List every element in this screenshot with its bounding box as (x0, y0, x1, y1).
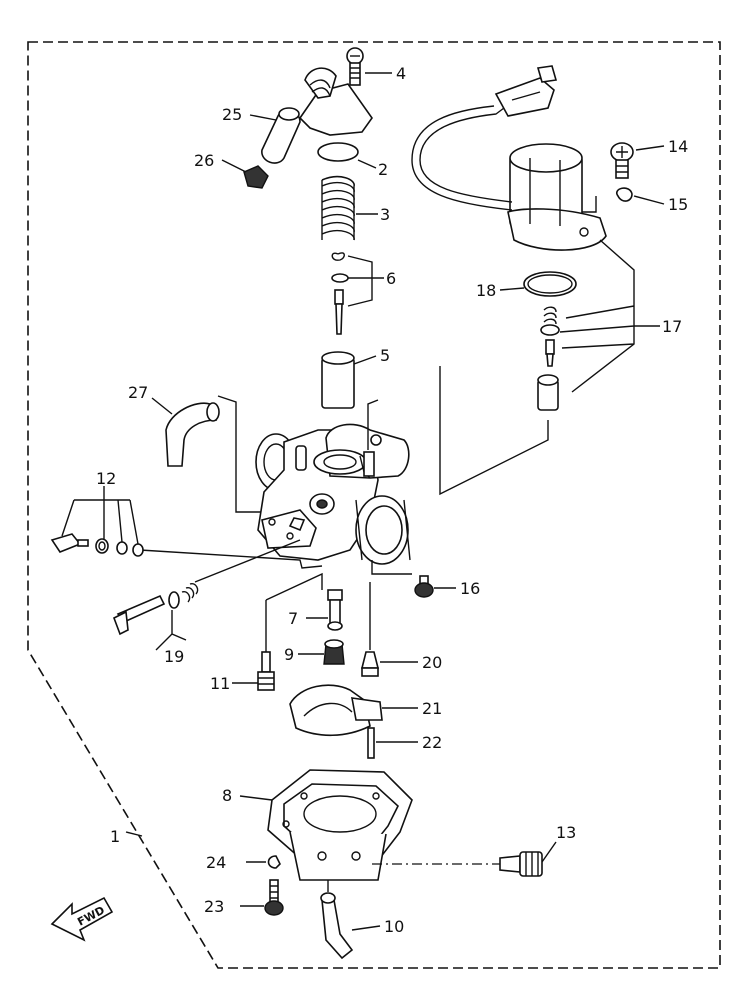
washer-15 (615, 187, 633, 202)
callout-20: 20 (422, 653, 442, 672)
screw-23 (264, 879, 284, 916)
callout-8: 8 (222, 786, 232, 805)
callout-27: 27 (128, 383, 148, 402)
callout-22: 22 (422, 733, 442, 752)
callout-17: 17 (662, 317, 682, 336)
callout-9: 9 (284, 645, 294, 664)
callout-16: 16 (460, 579, 480, 598)
callout-4: 4 (396, 64, 406, 83)
starter-plunger-17 (537, 306, 560, 411)
drain-screw-13 (499, 851, 543, 877)
throttle-valve-5 (321, 351, 355, 409)
tube-25 (261, 107, 301, 164)
screw-16 (414, 575, 434, 598)
assembly-boundary (27, 41, 721, 969)
carburetor-body (255, 423, 411, 565)
float-chamber (267, 769, 413, 881)
cap-26 (243, 165, 269, 189)
callout-13: 13 (556, 823, 576, 842)
drain-hose-10 (320, 892, 354, 960)
needle-valve-20 (360, 651, 380, 677)
spring-3 (321, 175, 355, 241)
callout-19: 19 (164, 647, 184, 666)
clip-24 (267, 855, 281, 869)
callout-12: 12 (96, 469, 116, 488)
float-21 (289, 684, 383, 737)
o-ring-2 (317, 142, 359, 162)
needle-jet-9 (323, 639, 345, 665)
choke-wire (411, 65, 558, 211)
callout-25: 25 (222, 105, 242, 124)
pilot-screw-12 (50, 533, 144, 557)
screw-4 (346, 47, 364, 86)
top-cover (298, 67, 373, 136)
callout-21: 21 (422, 699, 442, 718)
callout-6: 6 (386, 269, 396, 288)
callout-7: 7 (288, 609, 298, 628)
fwd-arrow-icon (50, 896, 114, 942)
throttle-stop-screw-19 (112, 582, 199, 636)
callout-10: 10 (384, 917, 404, 936)
callout-18: 18 (476, 281, 496, 300)
hose-27 (165, 402, 220, 467)
callout-3: 3 (380, 205, 390, 224)
callout-14: 14 (668, 137, 688, 156)
float-pin-22 (367, 727, 375, 759)
o-ring-18 (523, 271, 577, 297)
auto-choke (507, 143, 607, 251)
callout-24: 24 (206, 853, 226, 872)
pilot-jet-11 (257, 651, 275, 691)
needle-clip-6 (331, 252, 349, 335)
callout-26: 26 (194, 151, 214, 170)
callout-11: 11 (210, 674, 230, 693)
callout-1: 1 (110, 827, 120, 846)
screw-14 (610, 142, 634, 179)
callout-23: 23 (204, 897, 224, 916)
callout-5: 5 (380, 346, 390, 365)
main-jet-7 (327, 589, 343, 631)
callout-2: 2 (378, 160, 388, 179)
callout-15: 15 (668, 195, 688, 214)
